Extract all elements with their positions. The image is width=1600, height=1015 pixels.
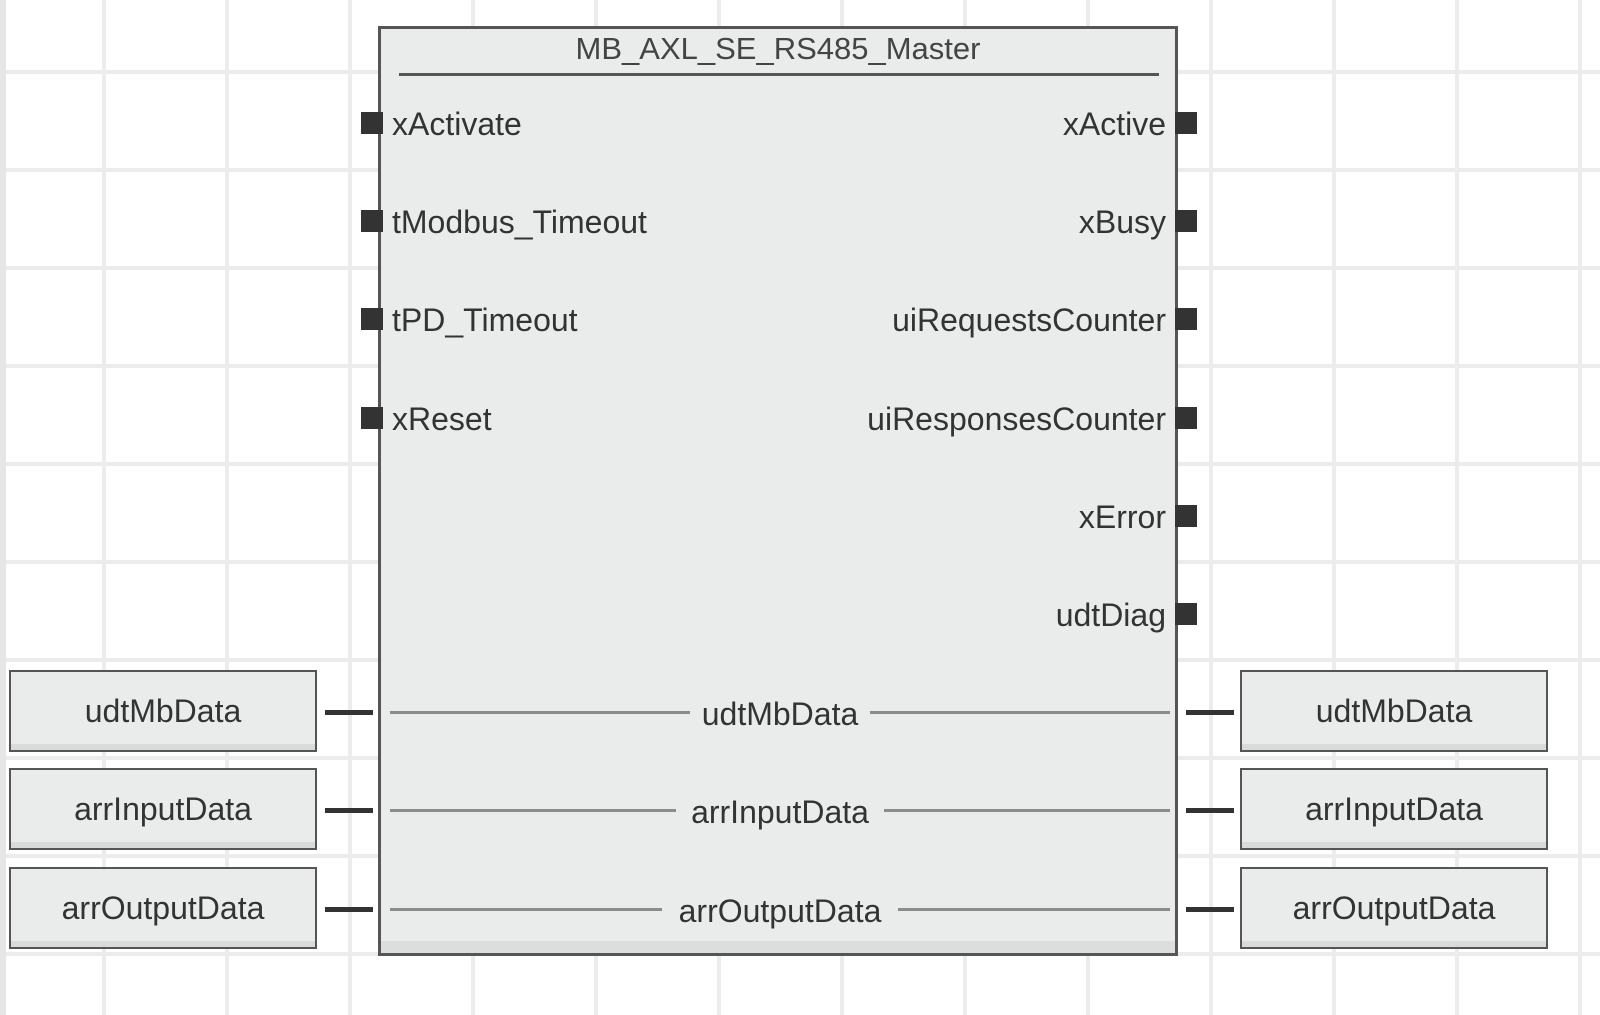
variable-box-left-arroutputdata[interactable]: arrOutputData <box>9 867 317 949</box>
output-pin-label-uiresponsescounter: uiResponsesCounter <box>867 401 1166 437</box>
output-pin-label-xerror: xError <box>1078 499 1166 535</box>
connection-wire-left-arroutputdata[interactable] <box>325 907 373 912</box>
variable-box-right-udtmbdata[interactable]: udtMbData <box>1240 670 1548 752</box>
output-pin-connector-xerror[interactable] <box>1175 505 1197 527</box>
connection-wire-right-arroutputdata[interactable] <box>1186 907 1234 912</box>
input-pin-label-tmodbus-timeout: tModbus_Timeout <box>392 204 647 240</box>
variable-box-right-arrinputdata[interactable]: arrInputData <box>1240 768 1548 850</box>
variable-box-left-arrinputdata[interactable]: arrInputData <box>9 768 317 850</box>
output-pin-label-udtdiag: udtDiag <box>1055 597 1166 633</box>
connection-wire-left-udtmbdata[interactable] <box>325 710 373 715</box>
output-pin-label-xactive: xActive <box>1062 106 1166 142</box>
output-pin-connector-uirequestscounter[interactable] <box>1175 308 1197 330</box>
title-divider <box>399 73 1159 76</box>
output-pin-connector-xbusy[interactable] <box>1175 210 1197 232</box>
connection-wire-right-arrinputdata[interactable] <box>1186 808 1234 813</box>
variable-box-left-udtmbdata[interactable]: udtMbData <box>9 670 317 752</box>
function-block-title: MB_AXL_SE_RS485_Master <box>575 31 981 66</box>
output-pin-connector-xactive[interactable] <box>1175 112 1197 134</box>
input-pin-connector-tmodbus-timeout[interactable] <box>361 210 383 232</box>
inout-label-arroutputdata: arrOutputData <box>662 893 898 929</box>
input-pin-connector-xactivate[interactable] <box>361 112 383 134</box>
inout-label-arrinputdata: arrInputData <box>676 794 884 830</box>
output-pin-connector-uiresponsescounter[interactable] <box>1175 407 1197 429</box>
connection-wire-right-udtmbdata[interactable] <box>1186 710 1234 715</box>
input-pin-connector-xreset[interactable] <box>361 407 383 429</box>
input-pin-label-xactivate: xActivate <box>392 106 522 142</box>
output-pin-connector-udtdiag[interactable] <box>1175 603 1197 625</box>
inout-label-udtmbdata: udtMbData <box>690 696 870 732</box>
input-pin-label-xreset: xReset <box>392 401 492 437</box>
function-block-footer <box>381 941 1175 953</box>
output-pin-label-xbusy: xBusy <box>1078 204 1166 240</box>
input-pin-connector-tpd-timeout[interactable] <box>361 308 383 330</box>
output-pin-label-uirequestscounter: uiRequestsCounter <box>892 302 1166 338</box>
variable-box-right-arroutputdata[interactable]: arrOutputData <box>1240 867 1548 949</box>
canvas-edge <box>0 0 6 1015</box>
connection-wire-left-arrinputdata[interactable] <box>325 808 373 813</box>
input-pin-label-tpd-timeout: tPD_Timeout <box>392 302 578 338</box>
